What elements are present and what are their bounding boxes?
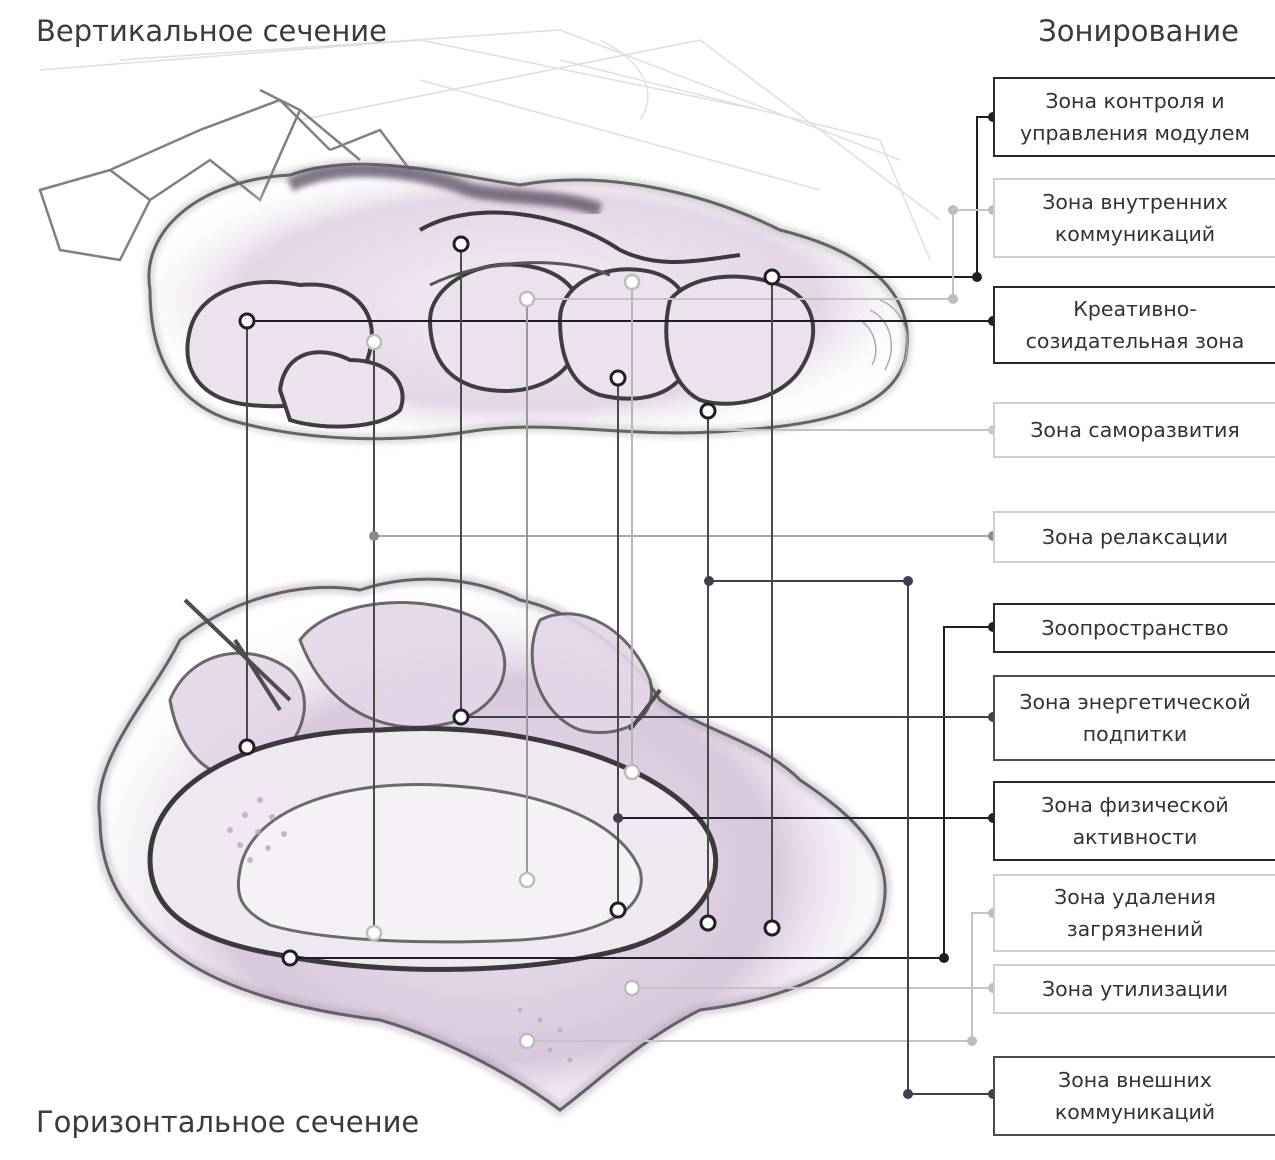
marker-circle [520,1034,534,1048]
zone-label-line: Зона релаксации [1042,521,1228,553]
zone-label-line: Зона внешних [1055,1064,1215,1096]
zone-internal-communications: Зона внутреннихкоммуникаций [993,178,1275,258]
marker-circle [701,404,715,418]
marker-circle [701,916,715,930]
junction-dot [369,531,379,541]
junction-dot [613,813,623,823]
zone-pollution-removal: Зона удалениязагрязнений [993,874,1275,952]
zone-self-development: Зона саморазвития [993,402,1275,458]
zone-relaxation: Зона релаксации [993,511,1275,563]
zone-label-line: Зона утилизации [1042,973,1228,1005]
zone-energy: Зона энергетическойподпитки [993,675,1275,761]
junction-dot [939,953,949,963]
zone-label-line: созидательная зона [1026,325,1245,357]
marker-circle [765,921,779,935]
marker-circle [625,275,639,289]
marker-circle [367,926,381,940]
marker-circle [454,710,468,724]
junction-dot [903,576,913,586]
zone-label-line: Зона физической [1041,789,1228,821]
zone-label-line: подпитки [1019,718,1250,750]
marker-circle [367,335,381,349]
marker-circle [283,951,297,965]
zone-zoospace: Зоопространство [993,603,1275,653]
junction-dot [967,1036,977,1046]
zone-utilization: Зона утилизации [993,964,1275,1014]
marker-circle [454,237,468,251]
zone-label-line: Зоопространство [1041,612,1228,644]
zone-label-line: загрязнений [1054,913,1216,945]
horizontal-section-illustration [99,579,885,1110]
marker-circle [625,981,639,995]
zone-label-line: коммуникаций [1042,218,1228,250]
marker-circle [765,270,779,284]
zone-label-line: коммуникаций [1055,1096,1215,1128]
marker-circle [625,765,639,779]
zone-label-line: Зона энергетической [1019,686,1250,718]
junction-dot [948,205,958,215]
vertical-section-illustration [40,30,940,439]
zone-label-line: Креативно- [1026,293,1245,325]
zone-label-line: Зона внутренних [1042,186,1228,218]
marker-circle [520,873,534,887]
marker-circle [611,371,625,385]
zone-physical-activity: Зона физическойактивности [993,781,1275,861]
marker-circle [520,292,534,306]
junction-dot [972,272,982,282]
zone-label-line: управления модулем [1020,117,1250,149]
zone-external-communications: Зона внешнихкоммуникаций [993,1056,1275,1136]
zone-control-management: Зона контроля иуправления модулем [993,77,1275,157]
zone-label-line: активности [1041,821,1228,853]
junction-dot [948,294,958,304]
zone-creative: Креативно-созидательная зона [993,286,1275,364]
zone-label-line: Зона контроля и [1020,85,1250,117]
marker-circle [240,314,254,328]
zone-label-line: Зона саморазвития [1030,414,1239,446]
zone-label-line: Зона удаления [1054,881,1216,913]
marker-circle [611,903,625,917]
marker-circle [240,740,254,754]
junction-dot [903,1089,913,1099]
junction-dot [704,576,714,586]
